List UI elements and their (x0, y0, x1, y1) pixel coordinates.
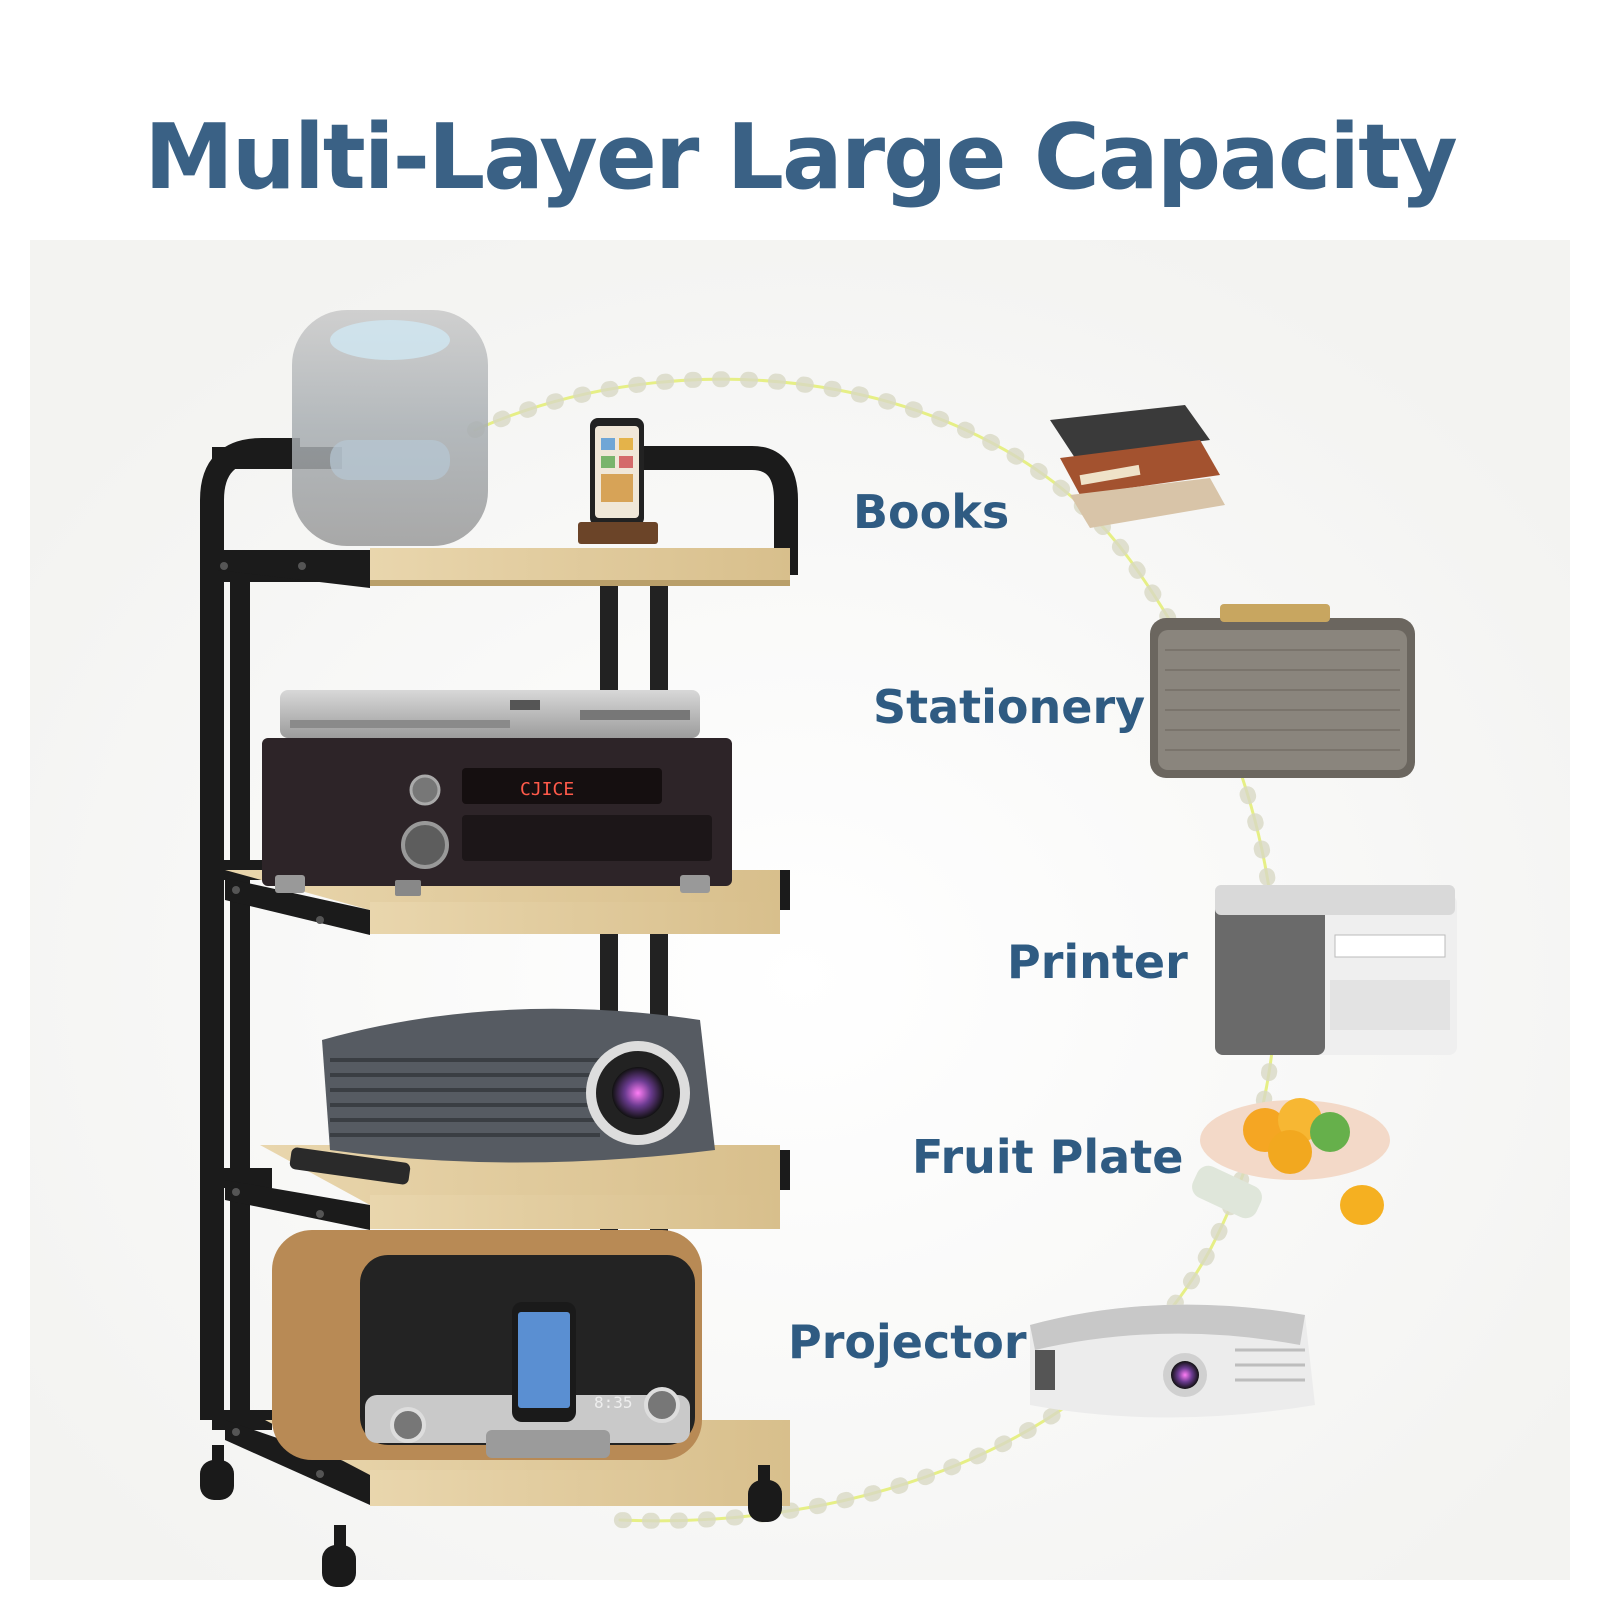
shelf-3 (260, 1145, 780, 1205)
label-fruit-plate: Fruit Plate (912, 1130, 1184, 1184)
rack-projector (289, 1008, 715, 1185)
fruit-plate-image (1192, 1098, 1390, 1225)
stationery-image (1150, 604, 1415, 778)
radio-speaker: 8:35 (272, 1230, 702, 1460)
av-receiver: CJICE (262, 738, 732, 896)
shelves (218, 548, 790, 1506)
humidifier-blurred (292, 310, 488, 546)
label-stationery: Stationery (873, 680, 1146, 734)
rack-screws (220, 562, 324, 1478)
label-books: Books (853, 485, 1010, 539)
printer-image (1215, 885, 1457, 1055)
shelf-1 (370, 548, 790, 584)
page-title: Multi-Layer Large Capacity (144, 105, 1458, 210)
label-printer: Printer (1007, 935, 1188, 989)
books-image (1050, 405, 1225, 528)
projector-image (1030, 1304, 1315, 1418)
label-projector: Projector (788, 1315, 1027, 1369)
radio-clock-text: 8:35 (594, 1393, 633, 1412)
capacity-arc (467, 371, 1285, 1529)
caster-wheels (200, 1445, 782, 1587)
dvd-player (280, 690, 700, 738)
phone-on-stand (578, 418, 658, 544)
receiver-display-text: CJICE (520, 779, 574, 800)
